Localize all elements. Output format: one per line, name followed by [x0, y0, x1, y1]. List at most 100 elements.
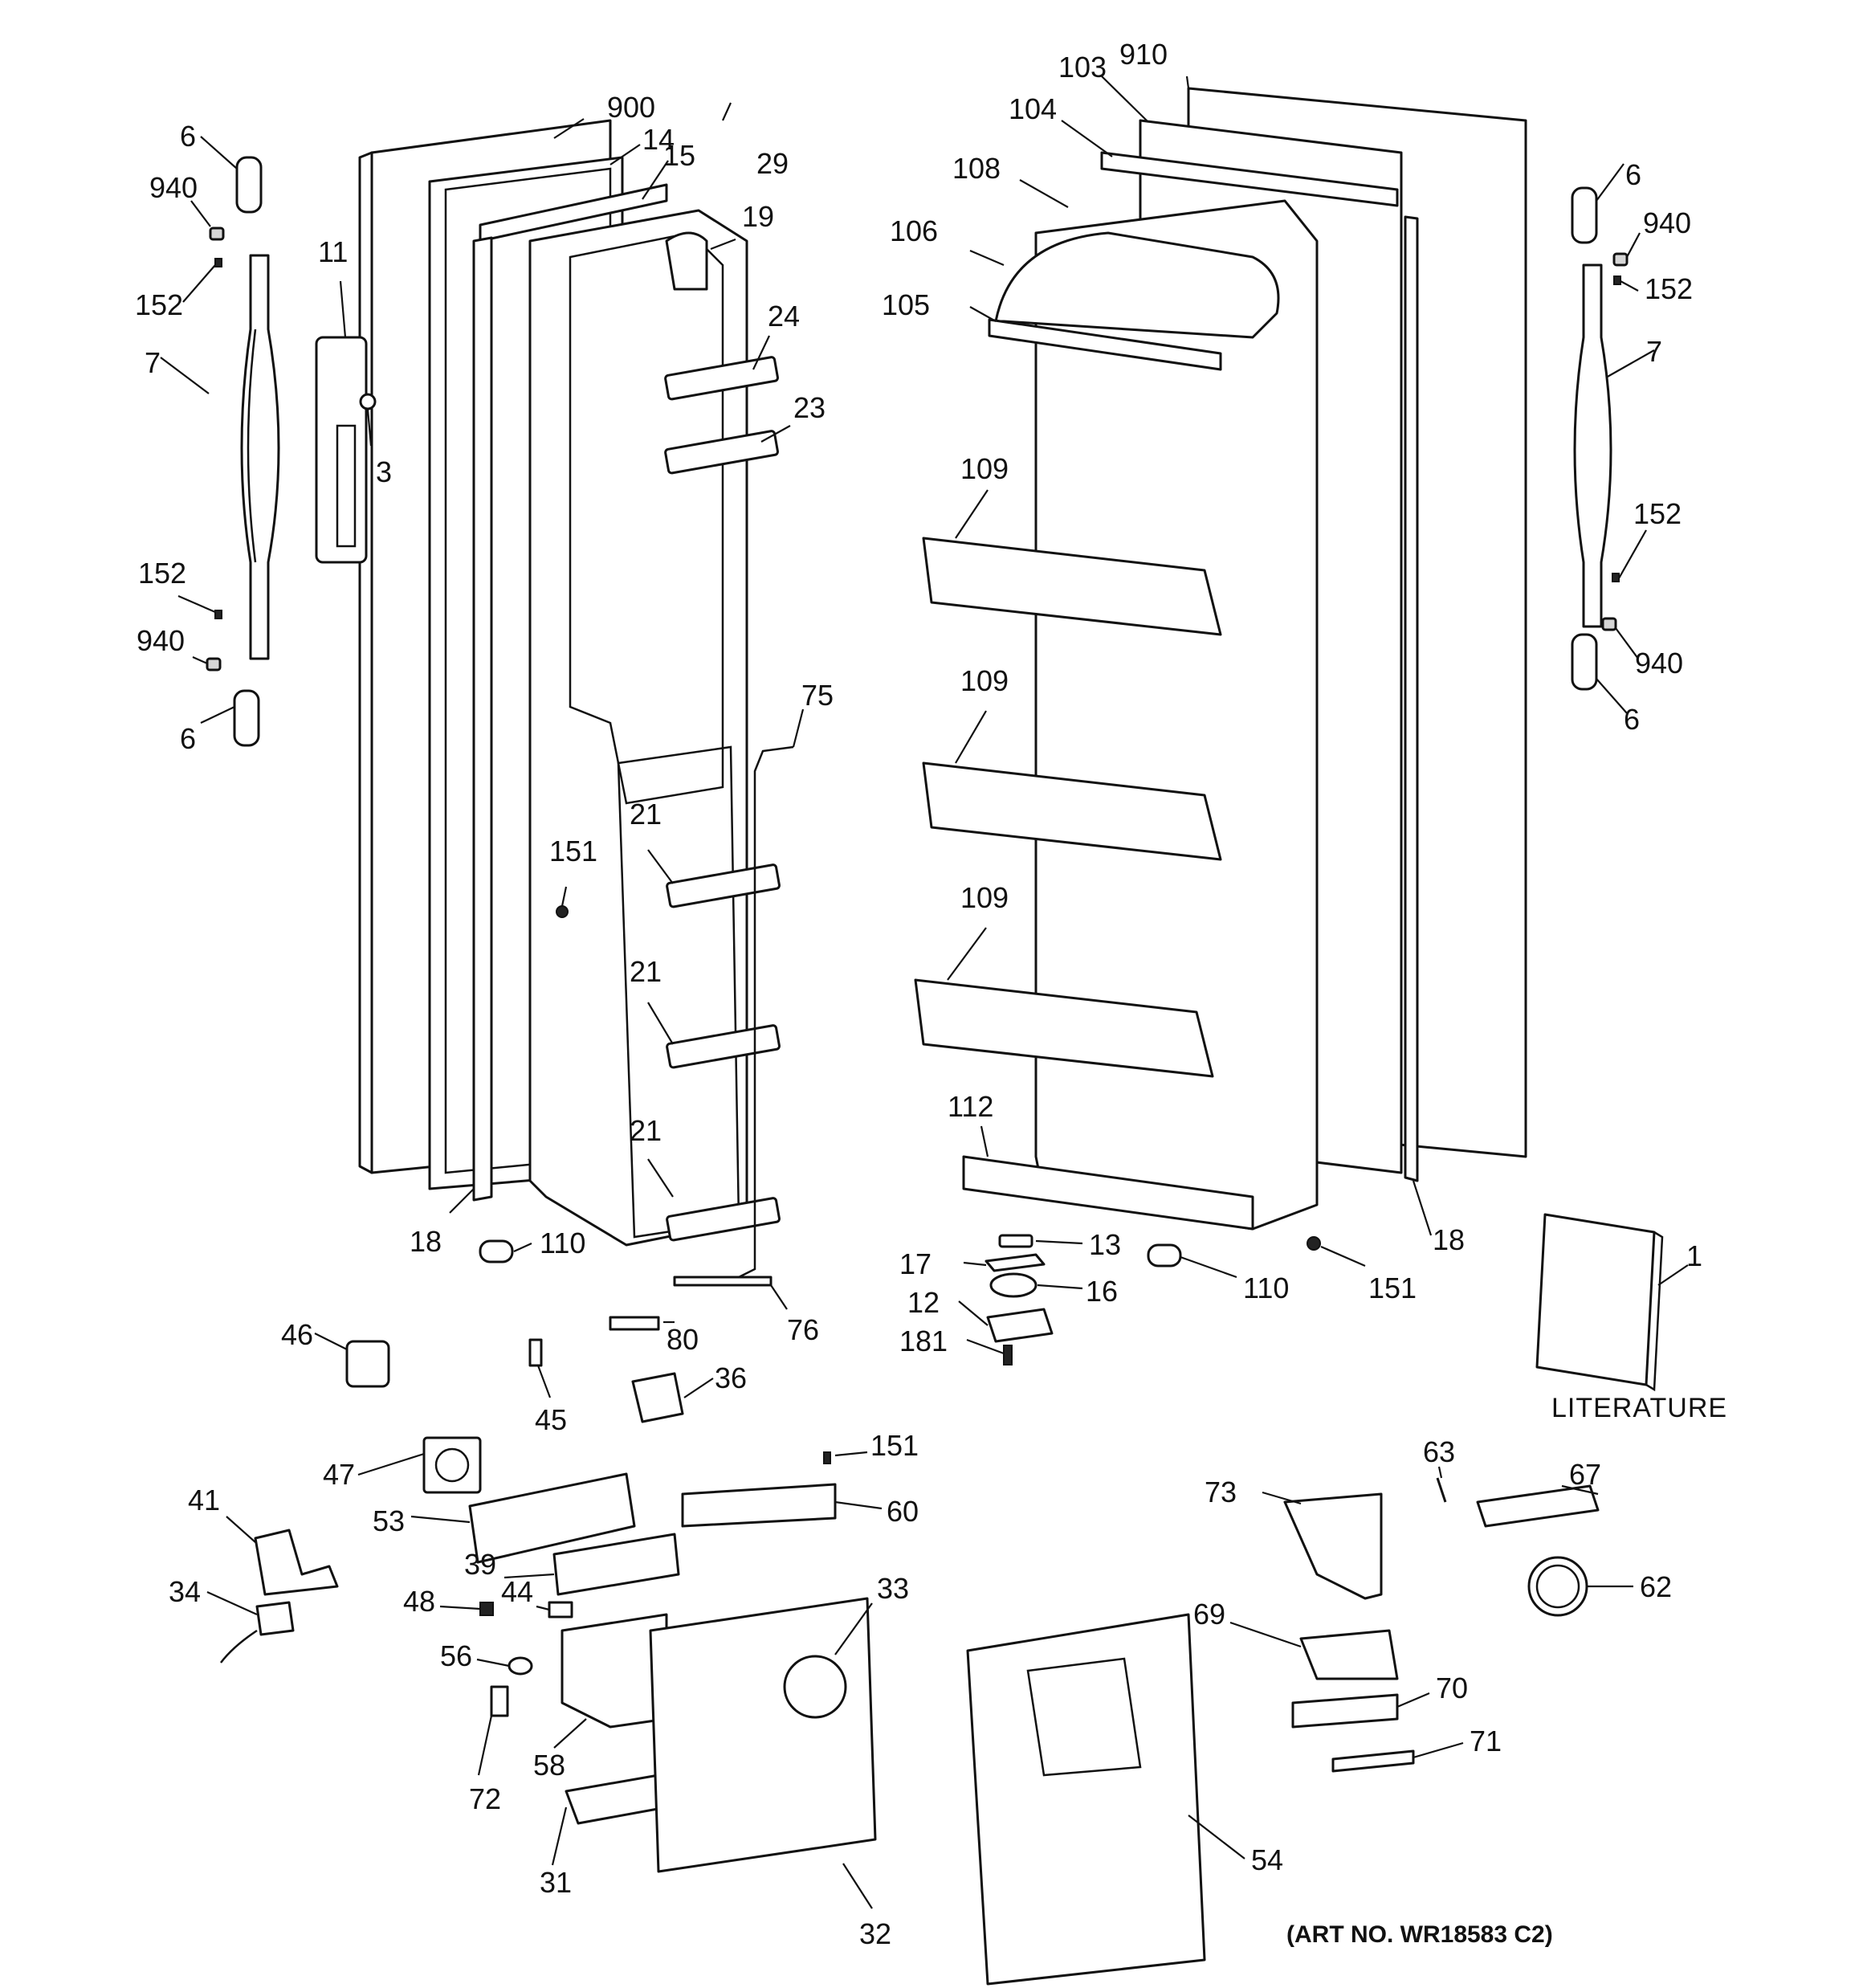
handle-clip-bottom-left — [206, 657, 222, 672]
label-part-29: 29 — [756, 147, 789, 180]
label-part-75: 75 — [801, 679, 834, 712]
label-part-69: 69 — [1193, 1598, 1225, 1631]
handle-left-inner — [247, 329, 257, 563]
shelf-rail-24 — [664, 356, 779, 401]
motor-bracket-36 — [631, 1372, 684, 1423]
cover-panel-53 — [468, 1472, 636, 1564]
label-part-62: 62 — [1640, 1570, 1672, 1603]
label-part-110: 110 — [540, 1227, 585, 1259]
label-part-21: 21 — [630, 798, 662, 831]
screw-151-right-door — [1307, 1236, 1321, 1251]
actuator-45 — [528, 1338, 543, 1367]
label-part-71: 71 — [1470, 1725, 1502, 1757]
label-part-47: 47 — [323, 1458, 355, 1491]
fitting-80 — [609, 1316, 660, 1331]
light-housing-47 — [422, 1436, 482, 1494]
water-tube-75 — [722, 745, 794, 1287]
label-part-36: 36 — [715, 1361, 747, 1394]
label-part-17: 17 — [899, 1247, 932, 1280]
door-strip-104 — [1100, 151, 1399, 207]
literature-label: LITERATURE — [1551, 1393, 1727, 1423]
label-part-152: 152 — [1633, 497, 1682, 530]
harness-34-wires — [220, 1629, 258, 1663]
label-part-45: 45 — [535, 1403, 567, 1436]
label-part-104: 104 — [1009, 92, 1057, 125]
handle-endcap-top-left — [235, 156, 263, 214]
handle-clip-top-left — [209, 227, 225, 241]
label-part-7: 7 — [1646, 335, 1662, 368]
label-part-110: 110 — [1243, 1272, 1289, 1304]
handle-endcap-top-right — [1571, 186, 1598, 244]
pin-71 — [1331, 1749, 1415, 1773]
label-part-73: 73 — [1205, 1476, 1237, 1508]
label-part-109: 109 — [960, 881, 1009, 914]
label-part-940: 940 — [149, 171, 198, 204]
label-part-23: 23 — [793, 391, 826, 424]
label-part-21: 21 — [630, 1114, 662, 1147]
freezer-door-left — [315, 119, 794, 1331]
screw-151-left-door — [556, 905, 569, 918]
label-part-940: 940 — [137, 624, 185, 657]
door-wire-29 — [665, 231, 708, 291]
door-bracket-11 — [315, 336, 368, 564]
fresh-food-door-right — [914, 87, 1527, 1365]
label-part-151: 151 — [549, 835, 597, 867]
label-part-152: 152 — [138, 557, 186, 590]
label-part-3: 3 — [376, 455, 392, 488]
gasket-ring-62-inner — [1535, 1564, 1580, 1609]
door-bin-109-middle — [922, 761, 1222, 861]
label-part-76: 76 — [787, 1313, 819, 1346]
plug-56 — [508, 1656, 533, 1676]
label-part-32: 32 — [859, 1917, 891, 1950]
chute-arm-70 — [1291, 1693, 1399, 1729]
light-housing-47-lens — [434, 1447, 470, 1483]
label-part-54: 54 — [1251, 1843, 1283, 1876]
label-part-12: 12 — [907, 1286, 940, 1319]
label-part-15: 15 — [663, 139, 695, 172]
label-part-72: 72 — [469, 1782, 501, 1815]
control-board-39 — [552, 1533, 680, 1596]
door-bin-109-bottom — [914, 978, 1214, 1078]
handle-screw-bottom-right — [1612, 573, 1620, 582]
guide-60 — [681, 1483, 837, 1528]
label-part-7: 7 — [145, 346, 161, 379]
hinge-cam-16 — [989, 1272, 1037, 1298]
cap-110-right — [1147, 1243, 1182, 1268]
connector-44 — [548, 1601, 573, 1619]
label-part-151: 151 — [1368, 1272, 1417, 1304]
label-part-34: 34 — [169, 1575, 201, 1608]
drip-tray-31 — [565, 1774, 668, 1825]
dispenser-cover-54 — [966, 1613, 1206, 1986]
left-handle-assembly — [206, 156, 280, 747]
label-part-109: 109 — [960, 664, 1009, 697]
ice-chute-parts — [966, 1477, 1600, 1986]
switch-72 — [490, 1685, 509, 1717]
switch-46 — [345, 1340, 390, 1388]
label-part-6: 6 — [180, 722, 196, 755]
label-part-103: 103 — [1058, 51, 1107, 84]
label-part-151: 151 — [870, 1429, 919, 1462]
label-part-18: 18 — [410, 1225, 442, 1258]
label-part-31: 31 — [540, 1866, 572, 1899]
label-part-24: 24 — [768, 300, 800, 333]
label-part-39: 39 — [464, 1548, 496, 1581]
label-part-105: 105 — [882, 288, 930, 321]
handle-screw-bottom-left — [214, 610, 222, 619]
literature-cover — [1535, 1213, 1656, 1386]
spring-63 — [1436, 1477, 1447, 1503]
hinge-shim-13 — [998, 1234, 1033, 1248]
label-part-63: 63 — [1423, 1435, 1455, 1468]
callout-labels: 6 940 152 7 152 940 6 11 3 900 14 15 29 … — [135, 38, 1727, 1950]
cap-110-left — [479, 1239, 514, 1263]
label-part-152: 152 — [135, 288, 183, 321]
label-part-181: 181 — [899, 1325, 948, 1357]
dairy-cover-106 — [994, 231, 1280, 339]
label-part-910: 910 — [1119, 38, 1168, 71]
label-part-18: 18 — [1433, 1223, 1465, 1256]
right-handle-assembly — [1571, 186, 1629, 691]
door-plug-3 — [359, 393, 377, 410]
literature-spine — [1645, 1231, 1664, 1392]
label-part-1: 1 — [1686, 1239, 1702, 1272]
ice-funnel-73 — [1283, 1492, 1383, 1600]
